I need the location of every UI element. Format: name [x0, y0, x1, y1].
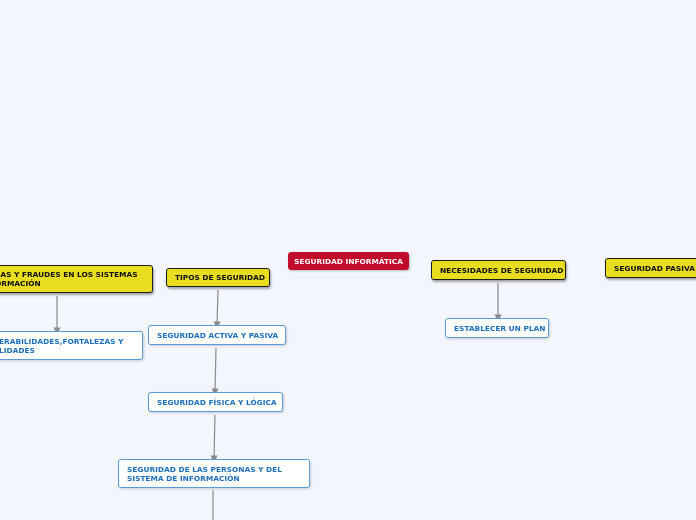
subtopic-activa-pasiva-label: SEGURIDAD ACTIVA Y PASIVA — [157, 330, 279, 340]
connector-fisica-personas — [210, 414, 218, 463]
topic-pasiva-label: SEGURIDAD PASIVA — [614, 263, 695, 273]
subtopic-plan-label: ESTABLECER UN PLAN — [454, 323, 546, 333]
subtopic-vulnerabilidades[interactable]: ERABILIDADES,FORTALEZAS Y LIDADES — [0, 331, 143, 360]
topic-seguridad-pasiva[interactable]: SEGURIDAD PASIVA — [605, 258, 696, 278]
subtopic-fisica-logica[interactable]: SEGURIDAD FÍSICA Y LÓGICA — [148, 392, 283, 412]
topic-tipos-seguridad[interactable]: TIPOS DE SEGURIDAD — [166, 268, 270, 287]
subtopic-fisica-logica-label: SEGURIDAD FÍSICA Y LÓGICA — [157, 397, 277, 407]
topic-necesidades-label: NECESIDADES DE SEGURIDAD — [440, 265, 564, 275]
subtopic-vulnerabilidades-label: ERABILIDADES,FORTALEZAS Y LIDADES — [0, 336, 124, 355]
topic-tipos-label: TIPOS DE SEGURIDAD — [175, 273, 266, 282]
subtopic-establecer-plan[interactable]: ESTABLECER UN PLAN — [445, 318, 549, 338]
subtopic-personas-label: SEGURIDAD DE LAS PERSONAS Y DEL SISTEMA … — [127, 464, 282, 483]
connector-tipos-activa — [213, 289, 221, 329]
connector-activa-fisica — [211, 347, 219, 396]
central-topic[interactable]: SEGURIDAD INFORMÁTICA — [288, 252, 409, 270]
subtopic-activa-pasiva[interactable]: SEGURIDAD ACTIVA Y PASIVA — [148, 325, 286, 345]
subtopic-personas-sistema[interactable]: SEGURIDAD DE LAS PERSONAS Y DEL SISTEMA … — [118, 459, 310, 488]
topic-necesidades-seguridad[interactable]: NECESIDADES DE SEGURIDAD — [431, 260, 566, 280]
topic-amenazas-label: ZAS Y FRAUDES EN LOS SISTEMAS ORMACIÓN — [0, 270, 138, 288]
central-topic-label: SEGURIDAD INFORMÁTICA — [294, 256, 403, 266]
topic-amenazas[interactable]: ZAS Y FRAUDES EN LOS SISTEMAS ORMACIÓN — [0, 265, 153, 293]
